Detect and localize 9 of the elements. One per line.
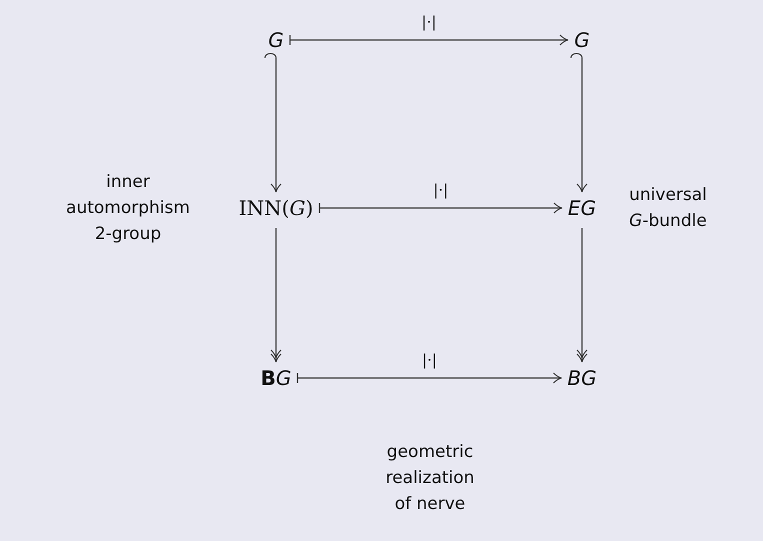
math-object: BG (565, 364, 599, 392)
object-caption: universal G-bundle (628, 184, 708, 233)
math-object: G (572, 26, 592, 54)
object-caption: inner automorphism 2-group (65, 171, 191, 246)
note-text: geometric realization of nerve (384, 441, 476, 516)
math-object: INN(G) (236, 194, 316, 222)
math-object: G (266, 26, 286, 54)
math-object: BG (258, 364, 294, 392)
math-object: EG (566, 194, 598, 222)
